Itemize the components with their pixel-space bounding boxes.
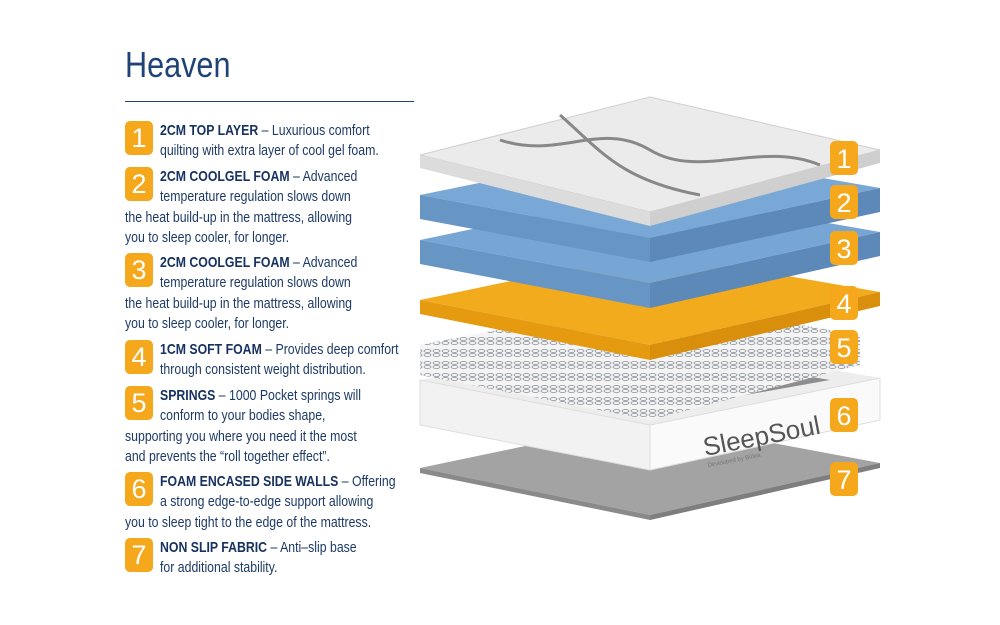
item-text: – Advanced	[289, 254, 358, 271]
item-text-line: SPRINGS – 1000 Pocket springs will	[160, 386, 361, 406]
item-text-line: conform to your bodies shape,	[160, 407, 326, 425]
item-heading: 1CM SOFT FOAM	[160, 341, 262, 358]
item-text-line: you to sleep cooler, for longer.	[125, 228, 290, 246]
item-text: – Luxurious comfort	[258, 122, 370, 139]
diagram-label-badge-6	[830, 398, 858, 432]
diagram-label-1: 1	[836, 144, 851, 174]
item-text-line: the heat build-up in the mattress, allow…	[125, 208, 352, 226]
item-text: – Offering	[338, 473, 396, 490]
item-text-line: and prevents the “roll together effect”.	[125, 447, 330, 465]
diagram-label-badge-7	[830, 462, 858, 496]
item-text: – Advanced	[289, 168, 358, 185]
page-title: Heaven	[125, 44, 231, 85]
item-text-line: supporting you where you need it the mos…	[125, 427, 357, 445]
item-text-line: temperature regulation slows down	[160, 188, 351, 206]
item-text-line: through consistent weight distribution.	[160, 361, 366, 379]
item-text-line: 2CM COOLGEL FOAM – Advanced	[160, 167, 357, 187]
diagram-label-badge-2	[830, 185, 858, 219]
number-badge: 1	[125, 121, 153, 155]
number-badge: 2	[125, 167, 153, 201]
item-text-line: temperature regulation slows down	[160, 274, 351, 292]
number-badge: 3	[125, 253, 153, 287]
item-heading: NON SLIP FABRIC	[160, 539, 268, 556]
item-text-line: for additional stability.	[160, 559, 278, 577]
diagram-label-6: 6	[836, 401, 851, 431]
item-heading: FOAM ENCASED SIDE WALLS	[160, 473, 339, 490]
diagram-label-5: 5	[836, 333, 851, 363]
diagram-label-badge-3	[830, 231, 858, 265]
diagram-label-2: 2	[836, 188, 851, 218]
item-text-line: a strong edge-to-edge support allowing	[160, 493, 374, 511]
item-text-line: 1CM SOFT FOAM – Provides deep comfort	[160, 340, 399, 360]
item-text: – Anti–slip base	[267, 539, 357, 556]
item-heading: SPRINGS	[160, 387, 216, 404]
item-text: – 1000 Pocket springs will	[215, 387, 361, 404]
title-divider	[125, 101, 414, 102]
item-text-line: you to sleep cooler, for longer.	[125, 314, 290, 332]
diagram-label-4: 4	[836, 289, 851, 319]
number-badge: 6	[125, 472, 153, 506]
item-text-line: quilting with extra layer of cool gel fo…	[160, 142, 379, 160]
item-heading: 2CM COOLGEL FOAM	[160, 254, 290, 271]
layer-1-top-layer	[419, 96, 881, 226]
number-badge: 5	[125, 386, 153, 420]
item-text-line: NON SLIP FABRIC – Anti–slip base	[160, 538, 357, 558]
diagram-label-3: 3	[836, 234, 851, 264]
item-text-line: the heat build-up in the mattress, allow…	[125, 294, 352, 312]
number-badge: 7	[125, 538, 153, 572]
diagram-label-7: 7	[836, 465, 851, 495]
item-text: – Provides deep comfort	[261, 341, 399, 358]
item-text-line: 2CM TOP LAYER – Luxurious comfort	[160, 121, 370, 141]
item-heading: 2CM TOP LAYER	[160, 122, 259, 139]
diagram-label-badge-5	[830, 330, 858, 364]
item-text-line: FOAM ENCASED SIDE WALLS – Offering	[160, 472, 396, 492]
diagram-label-badge-4	[830, 286, 858, 320]
item-heading: 2CM COOLGEL FOAM	[160, 168, 290, 185]
item-text-line: you to sleep tight to the edge of the ma…	[125, 513, 372, 531]
number-badge: 4	[125, 340, 153, 374]
diagram-label-badge-1	[830, 141, 858, 175]
item-text-line: 2CM COOLGEL FOAM – Advanced	[160, 253, 357, 273]
